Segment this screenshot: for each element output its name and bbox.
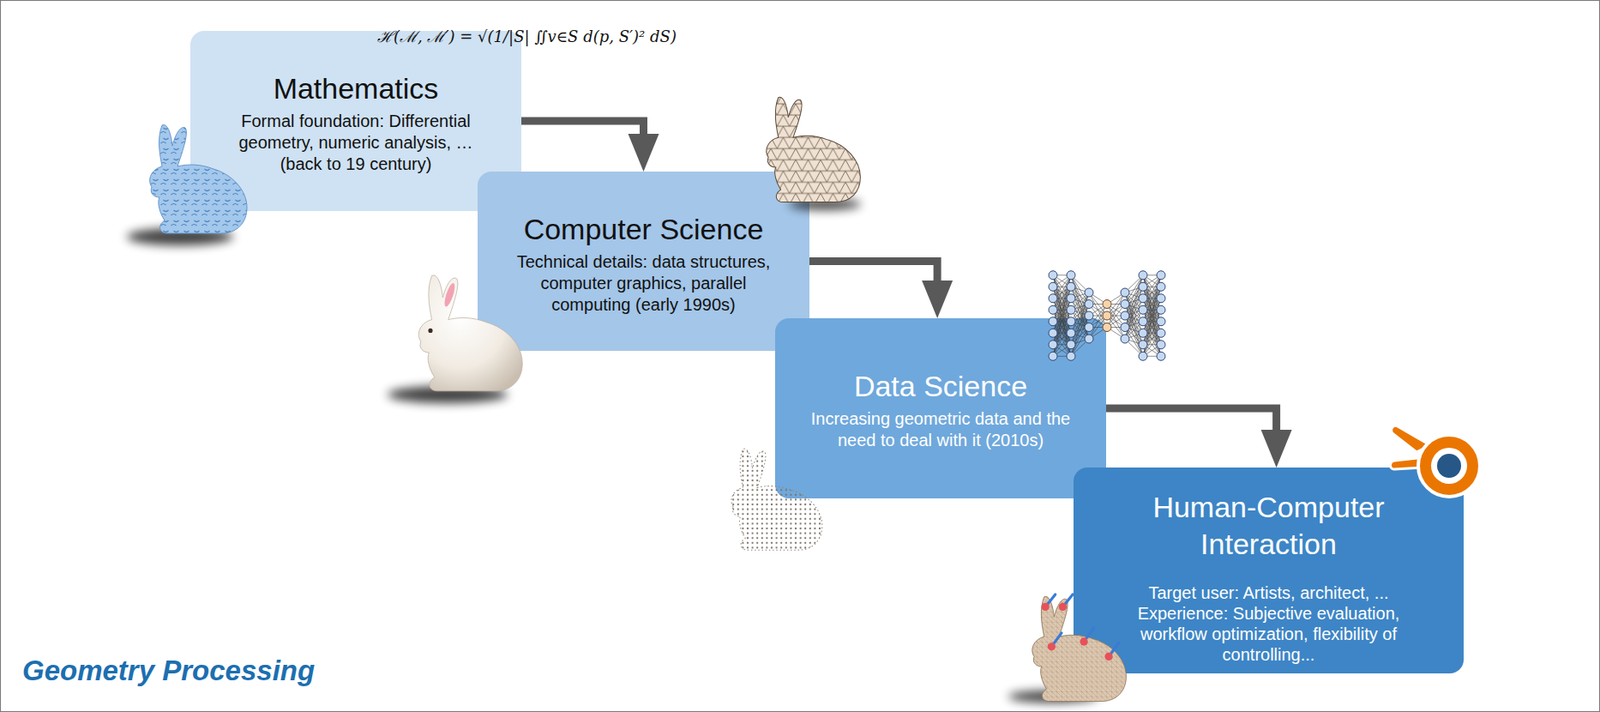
box-body: Formal foundation: Differential geometry… — [222, 110, 489, 175]
network-neuron — [1156, 340, 1166, 349]
handle-dot — [1079, 637, 1088, 645]
network-neuron — [1048, 270, 1058, 280]
logo-inner — [1431, 447, 1468, 484]
network-neuron — [1048, 340, 1058, 349]
handle-dots — [1041, 602, 1113, 661]
network-neuron — [1048, 351, 1058, 361]
box-body: Technical details: data structures, comp… — [502, 251, 786, 316]
network-neuron — [1048, 328, 1058, 337]
field-box: Computer ScienceTechnical details: data … — [477, 171, 810, 351]
box-heading: Data Science — [794, 367, 1087, 405]
box-heading: Computer Science — [498, 210, 790, 248]
network-neuron — [1156, 328, 1166, 337]
box-body: Increasing geometric data and the need t… — [794, 408, 1087, 452]
network-neuron — [1066, 305, 1076, 314]
flow-arrow — [809, 261, 953, 319]
handle-dot — [1058, 602, 1067, 611]
network-neuron — [1138, 317, 1148, 326]
network-neuron — [1156, 282, 1166, 291]
arrow-head — [921, 280, 953, 319]
network-neuron — [1066, 317, 1076, 326]
handle-dot — [1041, 602, 1050, 611]
network-neuron — [1084, 323, 1094, 332]
network-neuron — [1156, 305, 1166, 314]
network-neuron — [1120, 334, 1130, 343]
network-neuron — [1120, 323, 1130, 332]
flow-arrow — [521, 120, 660, 172]
box-body: Target user: Artists, architect, ... — [1127, 582, 1411, 603]
network-neuron — [1066, 270, 1076, 280]
network-neuron — [1138, 270, 1148, 280]
network-neuron — [1048, 294, 1058, 303]
arrow-line — [521, 120, 644, 136]
network-neuron — [1120, 300, 1130, 309]
network-neuron — [1084, 334, 1094, 343]
bunny-shape — [766, 96, 861, 202]
network-neuron — [1066, 282, 1076, 291]
box-heading: Human-Computer Interaction — [1127, 488, 1411, 562]
network-link — [1106, 292, 1125, 328]
network-neuron — [1102, 311, 1112, 320]
logo-core — [1437, 453, 1462, 478]
handle-bunny — [1032, 594, 1127, 702]
ear-inner — [442, 282, 458, 308]
network-neuron — [1156, 317, 1166, 326]
arrow-head — [628, 133, 660, 172]
network-neuron — [1066, 328, 1076, 337]
network-neuron — [1084, 311, 1094, 320]
network-neuron — [1138, 340, 1148, 349]
network-neuron — [1048, 305, 1058, 314]
network-neuron — [1138, 305, 1148, 314]
network-neuron — [1048, 282, 1058, 291]
field-box: Human-Computer InteractionTarget user: A… — [1073, 467, 1464, 674]
network-neuron — [1138, 294, 1148, 303]
point-cloud-bunny — [731, 448, 823, 550]
handle-dot — [1104, 652, 1113, 661]
field-box: MathematicsFormal foundation: Differenti… — [190, 30, 522, 211]
network-neuron — [1102, 323, 1112, 332]
bunny-shape — [731, 448, 823, 550]
network-neuron — [1066, 294, 1076, 303]
network-neuron — [1066, 340, 1076, 349]
flow-arrow — [1106, 408, 1293, 468]
handle-sticks — [1045, 594, 1119, 657]
network-neuron — [1102, 300, 1112, 309]
bunny-eye — [427, 328, 433, 333]
network-neuron — [1138, 282, 1148, 291]
network-neuron — [1156, 294, 1166, 303]
network-neuron — [1066, 351, 1076, 361]
network-neuron — [1156, 270, 1166, 280]
network-neuron — [1120, 311, 1130, 320]
page-title: Geometry Processing — [22, 653, 315, 688]
network-neuron — [1138, 351, 1148, 361]
network-neuron — [1138, 328, 1148, 337]
arrow-line — [1106, 408, 1277, 432]
network-link — [1052, 321, 1071, 357]
box-body: Experience: Subjective evaluation, workf… — [1131, 602, 1407, 665]
arrow-line — [809, 261, 938, 283]
handle-dot — [1047, 642, 1056, 650]
network-neuron — [1156, 351, 1166, 361]
blender-logo — [1390, 425, 1481, 497]
network-neuron — [1048, 317, 1058, 326]
network-neuron — [1120, 288, 1130, 297]
rendered-bunny — [418, 275, 523, 391]
network-neuron — [1084, 300, 1094, 309]
bunny-shape — [150, 125, 247, 234]
bunny-shape — [418, 275, 523, 391]
box-heading: Mathematics — [210, 70, 502, 108]
blue-bunny — [150, 125, 247, 234]
logo-ring — [1418, 434, 1480, 497]
network-neuron — [1084, 288, 1094, 297]
formula: ℋ(ℳ, ℳ′) = √(1/|S| ∬v∈S d(p, S′)² dS) — [377, 25, 677, 47]
neural-network-icon — [1048, 270, 1166, 361]
network-link — [1142, 321, 1161, 357]
bunny-shape — [1032, 595, 1127, 701]
network-link — [1088, 304, 1107, 340]
arrow-head — [1261, 429, 1293, 468]
wireframe-bunny — [766, 96, 861, 202]
